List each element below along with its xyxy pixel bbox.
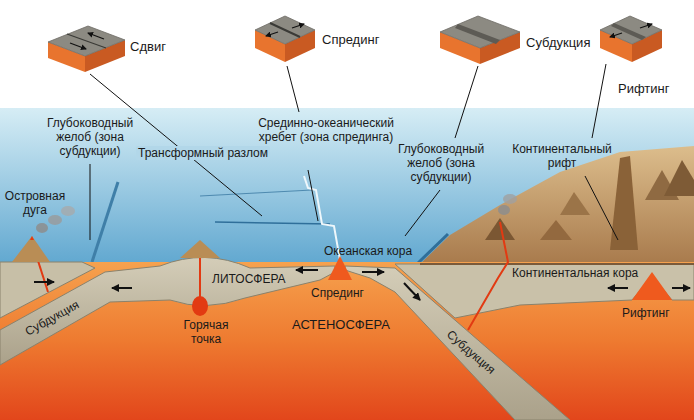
motion-arrow	[112, 287, 132, 289]
feature-label: Горячая точка	[176, 318, 236, 346]
volcano	[12, 236, 50, 262]
motion-arrow	[672, 287, 690, 289]
feature-label: Континентальный рифт	[508, 142, 616, 170]
smoke	[498, 205, 510, 215]
layer-label: ЛИТОСФЕРА	[212, 272, 286, 286]
process-label: Рифтинг	[622, 306, 670, 320]
layer-label: АСТЕНОСФЕРА	[292, 318, 390, 332]
motion-arrow	[362, 271, 384, 273]
smoke	[61, 206, 75, 216]
rifting-icon	[600, 16, 662, 62]
motion-arrow	[608, 287, 628, 289]
process-label: Спрединг	[311, 286, 364, 300]
feature-label: Океанская кора	[324, 244, 412, 258]
motion-arrow	[296, 269, 318, 271]
hot-spot	[192, 296, 208, 316]
process-label: Сдвиг	[130, 40, 166, 54]
oceanic-plate	[0, 257, 335, 365]
strike-slip-icon	[48, 26, 125, 72]
feature-label: Глубоководный желоб (зона субдукции)	[28, 116, 152, 158]
motion-arrow	[404, 283, 420, 300]
feature-label: Глубоководный желоб (зона субдукции)	[385, 142, 497, 184]
ocean	[0, 108, 694, 268]
smoke	[48, 215, 62, 225]
feature-label: Срединно-океанический хребет (зона спред…	[250, 116, 402, 144]
leader-lines	[90, 64, 618, 240]
process-label: Субдукция	[440, 324, 502, 380]
process-label: Субдукция	[526, 36, 590, 50]
mountain	[664, 160, 694, 196]
magma-path	[468, 222, 508, 330]
feature-label: Островная дуга	[2, 189, 68, 217]
spreading-icon	[255, 16, 315, 62]
smoke	[36, 223, 48, 233]
process-label: Субдукция	[18, 295, 86, 341]
crater	[30, 236, 34, 240]
process-label: Спрединг	[322, 33, 379, 47]
feature-label: Трансформный разлом	[136, 146, 270, 160]
volcano	[485, 218, 515, 240]
rift-valley	[610, 156, 638, 250]
transform-fault	[215, 222, 330, 224]
subduction-icon	[440, 16, 520, 64]
smoke	[503, 194, 517, 204]
ridge-magma	[328, 256, 352, 280]
volcano	[180, 240, 220, 258]
process-label: Рифтинг	[618, 82, 669, 96]
feature-label: Континентальная кора	[512, 266, 638, 280]
mountain	[540, 220, 572, 240]
continental-crust	[420, 263, 694, 265]
motion-arrow	[34, 281, 54, 283]
transform-fault	[200, 190, 312, 196]
trench	[92, 182, 118, 262]
mountain	[560, 192, 590, 215]
